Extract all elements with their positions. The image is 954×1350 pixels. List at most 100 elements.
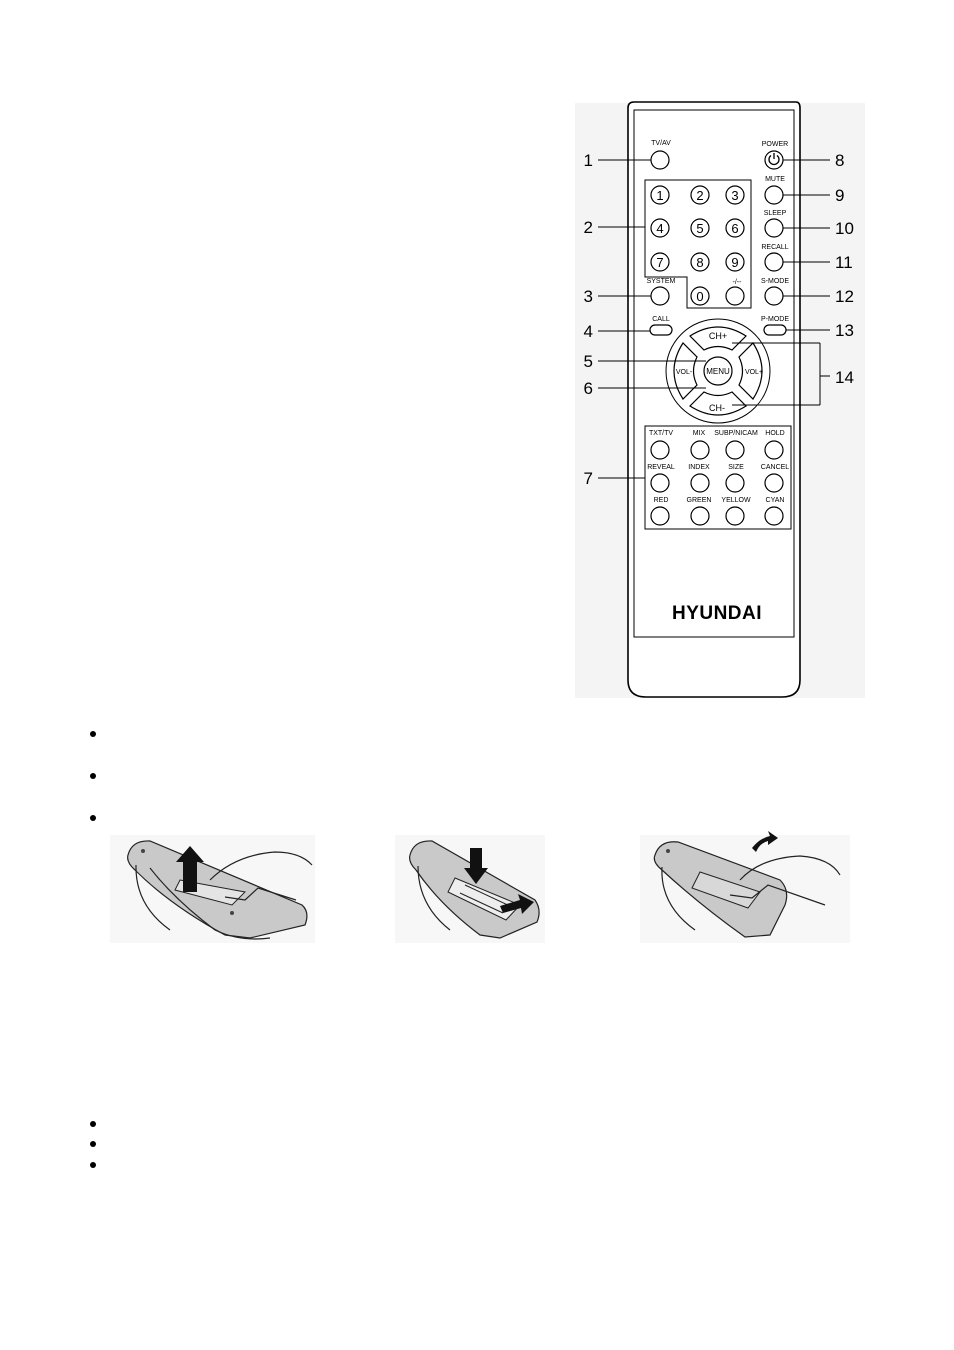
- digit-button-6[interactable]: 6: [725, 218, 745, 238]
- callout-lines-left: [598, 159, 706, 479]
- callout-5: 5: [584, 352, 593, 371]
- digit-button-9[interactable]: 9: [725, 252, 745, 272]
- battery-step-close-cover: [640, 831, 850, 943]
- svg-text:6: 6: [731, 221, 738, 236]
- bullet-6: [90, 1162, 96, 1168]
- callout-1: 1: [584, 151, 593, 170]
- red-label: RED: [654, 497, 669, 504]
- svg-text:0: 0: [696, 289, 703, 304]
- digit-button-8[interactable]: 8: [690, 252, 710, 272]
- call-button[interactable]: [649, 324, 673, 336]
- callout-14: 14: [835, 368, 854, 387]
- sleep-label: SLEEP: [764, 210, 787, 217]
- hold-label: HOLD: [765, 430, 784, 437]
- numpad: 1 2 3 4 5 6 7 8 9 0 -/--: [650, 185, 745, 306]
- pmode-label: P-MODE: [761, 316, 789, 323]
- digit-button-5[interactable]: 5: [690, 218, 710, 238]
- green-label: GREEN: [687, 497, 712, 504]
- digit-button-0[interactable]: 0: [690, 286, 710, 306]
- system-label: SYSTEM: [647, 278, 676, 285]
- svg-text:3: 3: [731, 188, 738, 203]
- yellow-button[interactable]: [725, 506, 745, 526]
- svg-text:9: 9: [731, 255, 738, 270]
- call-label: CALL: [652, 316, 670, 323]
- callout-lines-right: [732, 159, 830, 406]
- vol-minus-button[interactable]: VOL-: [673, 342, 698, 400]
- txttv-label: TXT/TV: [649, 430, 673, 437]
- subp-nicam-button[interactable]: [725, 440, 745, 460]
- dash-button[interactable]: [725, 286, 745, 306]
- battery-step-insert-batteries: [395, 835, 545, 943]
- dash-label: -/--: [733, 279, 743, 286]
- callout-numbers-left: 1 2 3 4 5 6 7: [584, 151, 593, 488]
- svg-text:VOL+: VOL+: [745, 369, 763, 376]
- digit-button-1[interactable]: 1: [650, 185, 670, 205]
- menu-button[interactable]: MENU: [703, 356, 733, 386]
- callout-10: 10: [835, 219, 854, 238]
- yellow-label: YELLOW: [721, 497, 751, 504]
- bullet-5: [90, 1141, 96, 1147]
- index-button[interactable]: [690, 473, 710, 493]
- red-button[interactable]: [650, 506, 670, 526]
- cyan-button[interactable]: [764, 506, 784, 526]
- digit-button-7[interactable]: 7: [650, 252, 670, 272]
- size-label: SIZE: [728, 464, 744, 471]
- svg-text:CH+: CH+: [709, 331, 727, 341]
- brand-logo: HYUNDAI: [672, 603, 762, 624]
- vol-plus-button[interactable]: VOL+: [738, 342, 763, 400]
- callout-13: 13: [835, 321, 854, 340]
- callout-4: 4: [584, 322, 593, 341]
- callout-6: 6: [584, 379, 593, 398]
- callout-3: 3: [584, 287, 593, 306]
- digit-button-4[interactable]: 4: [650, 218, 670, 238]
- bullet-4: [90, 1121, 96, 1127]
- ch-plus-button[interactable]: CH+: [689, 326, 747, 351]
- reveal-label: REVEAL: [647, 464, 675, 471]
- nav-cluster: CH+ CH- VOL- VOL+ MENU: [665, 318, 771, 424]
- cyan-label: CYAN: [766, 497, 785, 504]
- green-button[interactable]: [690, 506, 710, 526]
- reveal-button[interactable]: [650, 473, 670, 493]
- svg-text:1: 1: [656, 188, 663, 203]
- power-label: POWER: [762, 141, 788, 148]
- subp-nicam-label: SUBP/NICAM: [714, 430, 758, 437]
- txttv-button[interactable]: [650, 440, 670, 460]
- ch-minus-button[interactable]: CH-: [689, 391, 747, 416]
- numpad-frame: [644, 179, 752, 309]
- callout-7: 7: [584, 469, 593, 488]
- bullet-1: [90, 731, 96, 737]
- recall-label: RECALL: [761, 244, 788, 251]
- index-label: INDEX: [688, 464, 710, 471]
- svg-text:8: 8: [696, 255, 703, 270]
- svg-text:VOL-: VOL-: [676, 369, 693, 376]
- mix-label: MIX: [693, 430, 706, 437]
- svg-text:CH-: CH-: [709, 403, 725, 413]
- svg-text:MENU: MENU: [706, 367, 730, 376]
- callout-11: 11: [835, 253, 853, 272]
- bullet-3: [90, 815, 96, 821]
- svg-text:5: 5: [696, 221, 703, 236]
- svg-text:7: 7: [656, 255, 663, 270]
- tvav-label: TV/AV: [651, 140, 671, 147]
- battery-step-open-cover: [110, 835, 315, 943]
- cancel-label: CANCEL: [761, 464, 790, 471]
- mix-button[interactable]: [690, 440, 710, 460]
- callout-9: 9: [835, 186, 844, 205]
- size-button[interactable]: [725, 473, 745, 493]
- digit-button-3[interactable]: 3: [725, 185, 745, 205]
- callout-12: 12: [835, 287, 854, 306]
- cancel-button[interactable]: [764, 473, 784, 493]
- callout-8: 8: [835, 151, 844, 170]
- mute-label: MUTE: [765, 176, 785, 183]
- power-button[interactable]: [764, 150, 784, 170]
- digit-button-2[interactable]: 2: [690, 185, 710, 205]
- power-icon: [768, 154, 780, 166]
- hold-button[interactable]: [764, 440, 784, 460]
- svg-text:4: 4: [656, 221, 663, 236]
- remote-diagram: TV/AV POWER 1 2 3 4 5 6 7 8 9 0 -/-- MUT…: [575, 101, 865, 698]
- callout-2: 2: [584, 218, 593, 237]
- callout-numbers-right: 8 9 10 11 12 13 14: [835, 151, 854, 387]
- svg-text:2: 2: [696, 188, 703, 203]
- bullet-2: [90, 773, 96, 779]
